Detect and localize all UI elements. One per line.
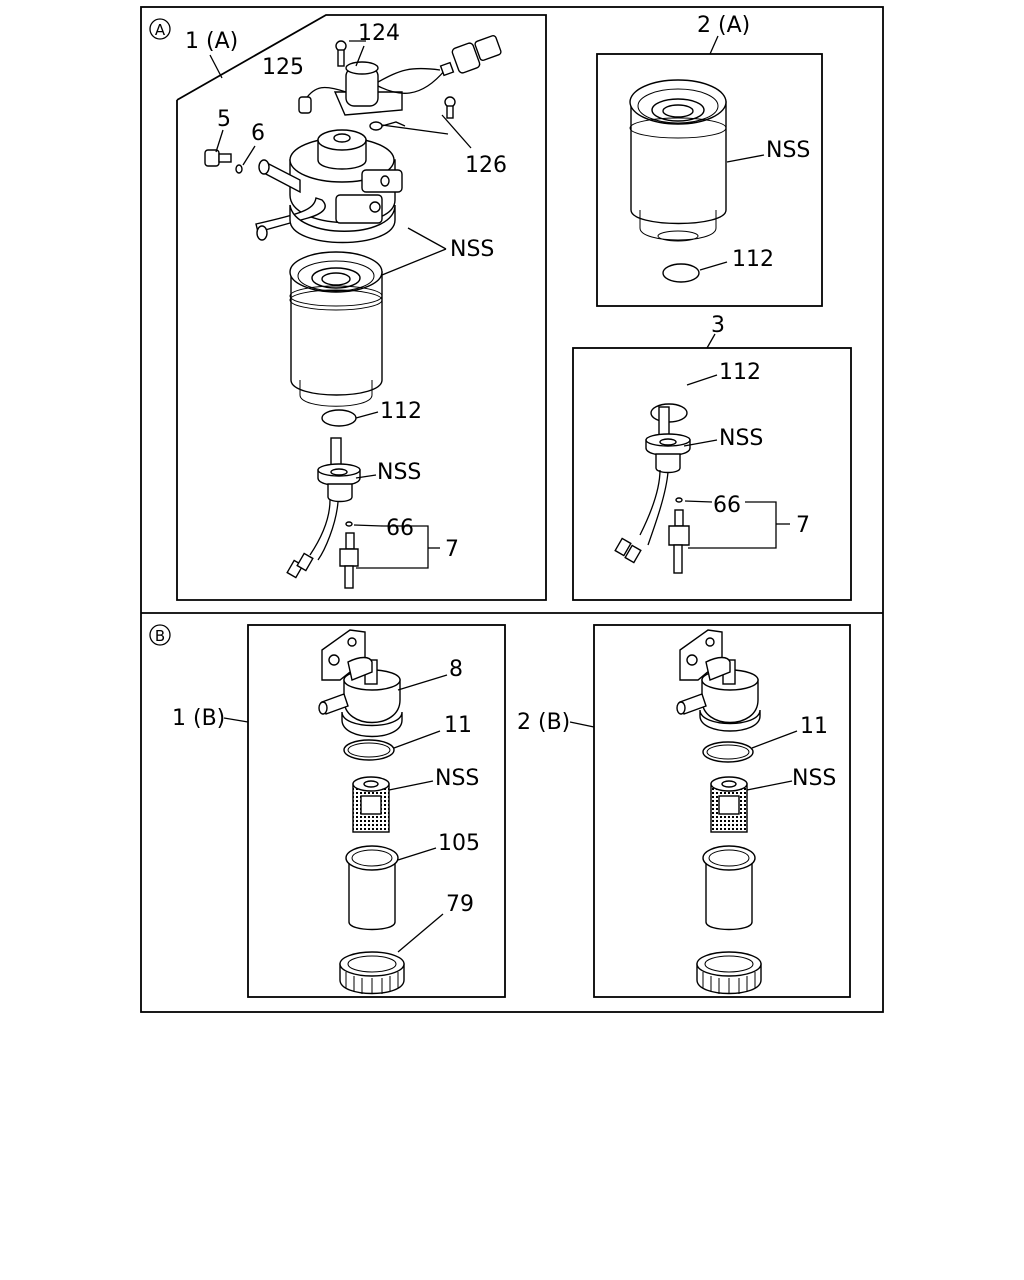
section-marker-b: B — [149, 624, 171, 646]
ring-nut-79 — [339, 951, 405, 995]
callout-112-a1: 112 — [380, 399, 422, 424]
filter-head-2b — [676, 629, 761, 732]
callout-112-2a: 112 — [732, 247, 774, 272]
assembly-3: 3 112 NSS 66 7 — [572, 313, 852, 601]
svg-text:A: A — [155, 21, 166, 39]
assembly-1b: 1 (B) — [172, 624, 506, 998]
bowl-2b — [702, 845, 756, 931]
oring-11-b2 — [702, 741, 754, 763]
callout-7-a1: 7 — [445, 537, 459, 562]
svg-text:B: B — [155, 627, 165, 645]
filter-cartridge — [289, 251, 383, 407]
heater-switch-124 — [298, 34, 502, 116]
callout-nss-b2: NSS — [792, 766, 836, 791]
assembly-1a-label: 1 (A) — [185, 29, 238, 54]
filter-head — [255, 129, 403, 244]
water-level-sensor — [286, 437, 361, 579]
element-nss-b2 — [710, 776, 748, 833]
callout-nss-b1: NSS — [435, 766, 479, 791]
connector-plug — [439, 34, 502, 77]
oring-66-a3 — [675, 497, 683, 503]
washer-6 — [235, 164, 243, 174]
assembly-1a: 1 (A) — [176, 14, 547, 601]
diagram-frame — [140, 6, 884, 1013]
element-nss-b1 — [352, 776, 390, 833]
assembly-2b: 2 (B) — [517, 624, 851, 998]
callout-79: 79 — [446, 892, 474, 917]
screw-125 — [335, 40, 347, 67]
oring-11-b1 — [343, 739, 395, 761]
assembly-1a-leader — [209, 54, 223, 79]
lead-terminal — [369, 121, 406, 131]
callout-8: 8 — [449, 657, 463, 682]
screw-126 — [444, 96, 456, 119]
callout-11-b1: 11 — [444, 713, 472, 738]
filter-cartridge-2a — [629, 79, 727, 242]
assembly-1b-label: 1 (B) — [172, 706, 225, 731]
oring-66-a1 — [345, 521, 353, 527]
callout-7-3: 7 — [796, 513, 810, 538]
water-level-sensor-3 — [614, 406, 691, 564]
callout-105: 105 — [438, 831, 480, 856]
oring-112-a2 — [662, 263, 700, 283]
section-marker-a: A — [149, 18, 171, 40]
callout-nss-2a: NSS — [766, 138, 810, 163]
callout-112-3: 112 — [719, 360, 761, 385]
callout-nss-3: NSS — [719, 426, 763, 451]
callout-nss-head: NSS — [450, 237, 494, 262]
assembly-2a-label: 2 (A) — [697, 13, 750, 38]
assembly-2a: 2 (A) NSS 112 — [596, 13, 823, 307]
callout-66-3: 66 — [713, 493, 741, 518]
callout-5: 5 — [217, 107, 231, 132]
bolt-5 — [204, 149, 232, 167]
filter-head-8 — [318, 629, 403, 738]
callout-124: 124 — [358, 21, 400, 46]
drain-plug-7-a3 — [668, 509, 690, 574]
callout-11-b2: 11 — [800, 714, 828, 739]
callout-6: 6 — [251, 121, 265, 146]
callout-125: 125 — [262, 55, 304, 80]
callout-66-a1: 66 — [386, 516, 414, 541]
bowl-105 — [345, 845, 399, 931]
oring-112-a1 — [321, 409, 357, 427]
assembly-2b-label: 2 (B) — [517, 710, 570, 735]
callout-nss-sensor-a1: NSS — [377, 460, 421, 485]
drain-plug-7-a1 — [339, 532, 359, 589]
assembly-3-label: 3 — [711, 313, 725, 338]
ring-nut-2b — [696, 951, 762, 995]
callout-126: 126 — [465, 153, 507, 178]
